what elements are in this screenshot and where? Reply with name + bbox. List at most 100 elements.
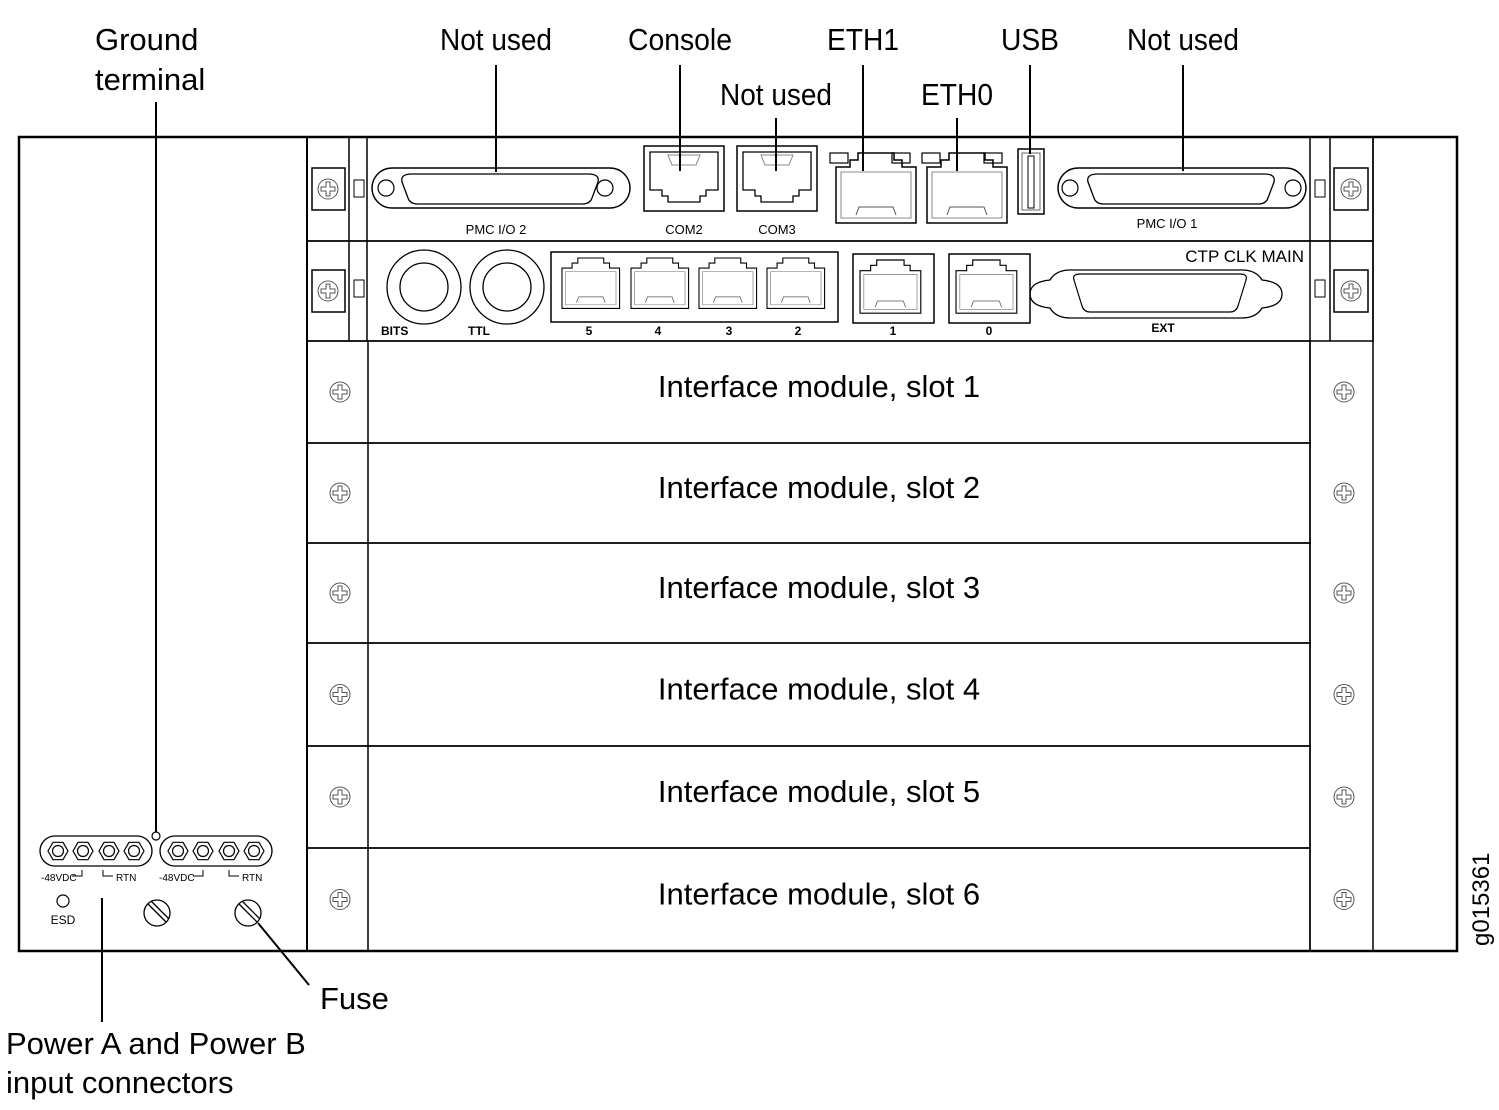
screw-icon xyxy=(1333,482,1355,504)
screw-icon xyxy=(329,482,351,504)
ttl-connector xyxy=(469,249,545,325)
port-label-2: 2 xyxy=(795,324,802,338)
eth0-callout: ETH0 xyxy=(921,77,993,112)
screw-icon xyxy=(317,178,339,200)
ext-label: EXT xyxy=(1151,321,1175,335)
led-indicator xyxy=(1314,279,1326,298)
not-used-left-callout: Not used xyxy=(440,22,552,57)
screw-icon xyxy=(329,582,351,604)
bits-label: BITS xyxy=(381,324,408,338)
pmc-io-2-connector xyxy=(371,167,631,209)
interface-module-slot-2: Interface module, slot 2 xyxy=(306,442,1355,544)
ground-terminal-callout-line1: Ground xyxy=(95,22,198,57)
power-inputs-callout-line2: input connectors xyxy=(6,1065,233,1100)
terminal-nut-icon xyxy=(218,841,240,861)
interface-module-slot-6: Interface module, slot 6 xyxy=(306,847,1355,952)
clock-port-4 xyxy=(630,257,690,309)
bits-connector xyxy=(386,249,462,325)
pmc-io-2-label: PMC I/O 2 xyxy=(466,222,527,237)
slot-label: Interface module, slot 1 xyxy=(658,369,980,404)
screw-icon xyxy=(329,889,351,910)
ext-connector xyxy=(1029,269,1283,319)
com3-label: COM3 xyxy=(758,222,796,237)
port-label-3: 3 xyxy=(726,324,733,338)
led-indicator xyxy=(353,279,365,298)
slot-label: Interface module, slot 6 xyxy=(658,877,980,912)
com2-label: COM2 xyxy=(665,222,703,237)
power-a-connector xyxy=(39,835,153,867)
screw-icon xyxy=(1340,178,1362,200)
screw-icon xyxy=(329,381,351,403)
clock-port-2 xyxy=(766,257,826,309)
neg48vdc-a-label: -48VDC xyxy=(41,873,77,884)
interface-module-slot-1: Interface module, slot 1 xyxy=(306,340,1355,444)
clock-port-3 xyxy=(698,257,758,309)
pmc-io-1-label: PMC I/O 1 xyxy=(1137,216,1198,231)
port-group-1 xyxy=(852,253,935,324)
port-label-0: 0 xyxy=(986,324,993,338)
not-used-right-callout: Not used xyxy=(1127,22,1239,57)
screw-icon xyxy=(1333,381,1355,403)
port-label-1: 1 xyxy=(890,324,897,338)
clock-port-0 xyxy=(955,259,1018,314)
power-inputs-callout-line1: Power A and Power B xyxy=(6,1026,306,1061)
slot-label: Interface module, slot 3 xyxy=(658,570,980,605)
eth0-port xyxy=(921,152,1008,224)
screw-icon xyxy=(1333,889,1355,910)
port-group-5-2 xyxy=(550,251,839,323)
ttl-label: TTL xyxy=(468,324,490,338)
led-indicator xyxy=(353,179,365,198)
ground-terminal-callout-line2: terminal xyxy=(95,62,205,97)
terminal-nut-icon xyxy=(192,841,214,861)
power-b-connector xyxy=(159,835,273,867)
screw-icon xyxy=(317,280,339,302)
eth1-callout: ETH1 xyxy=(827,22,899,57)
screw-icon xyxy=(329,786,351,808)
clock-module: CTP CLK MAIN BITS TTL 5 4 3 2 1 0 xyxy=(306,240,1374,342)
clock-port-1 xyxy=(859,259,922,314)
terminal-nut-icon xyxy=(167,841,189,861)
pmc-io-1-connector xyxy=(1057,167,1307,209)
interface-module-slot-4: Interface module, slot 4 xyxy=(306,642,1355,747)
fuse-callout: Fuse xyxy=(320,981,389,1016)
usb-port xyxy=(1017,148,1045,215)
screw-icon xyxy=(1340,280,1362,302)
cpu-screw-right xyxy=(1333,167,1369,211)
fuse-a xyxy=(143,899,171,927)
led-indicator xyxy=(1314,179,1326,198)
port-label-5: 5 xyxy=(586,324,593,338)
terminal-nut-icon xyxy=(98,841,120,861)
ctp-clk-main-label: CTP CLK MAIN xyxy=(1185,247,1304,266)
slot-label: Interface module, slot 4 xyxy=(658,672,980,707)
com2-port xyxy=(643,145,725,212)
cpu-screw-left xyxy=(311,167,346,211)
screw-icon xyxy=(1333,786,1355,808)
esd-jack xyxy=(56,894,70,908)
interface-module-slot-3: Interface module, slot 3 xyxy=(306,542,1355,644)
slot-label: Interface module, slot 5 xyxy=(658,774,980,809)
screw-icon xyxy=(329,684,351,705)
rtn-a-label: RTN xyxy=(116,873,136,884)
interface-module-slot-5: Interface module, slot 5 xyxy=(306,745,1355,849)
port-label-4: 4 xyxy=(655,324,662,338)
usb-callout: USB xyxy=(1001,22,1059,57)
ground-terminal xyxy=(151,831,161,841)
terminal-nut-icon xyxy=(123,841,145,861)
screw-icon xyxy=(1333,684,1355,705)
not-used-mid-callout: Not used xyxy=(720,77,832,112)
console-callout: Console xyxy=(628,22,732,57)
leader-lines xyxy=(101,65,1184,1022)
eth1-port xyxy=(829,152,917,224)
power-panel: -48VDC RTN -48VDC RTN ESD xyxy=(39,831,273,927)
fuse-b xyxy=(234,899,262,927)
interface-slots: Interface module, slot 1 Interface module… xyxy=(306,340,1355,952)
terminal-nut-icon xyxy=(47,841,69,861)
terminal-nut-icon xyxy=(243,841,265,861)
screw-icon xyxy=(1333,582,1355,604)
slot-label: Interface module, slot 2 xyxy=(658,470,980,505)
esd-label: ESD xyxy=(51,913,76,927)
port-group-0 xyxy=(948,253,1031,324)
figure-id: g015361 xyxy=(1468,853,1495,946)
terminal-nut-icon xyxy=(72,841,94,861)
